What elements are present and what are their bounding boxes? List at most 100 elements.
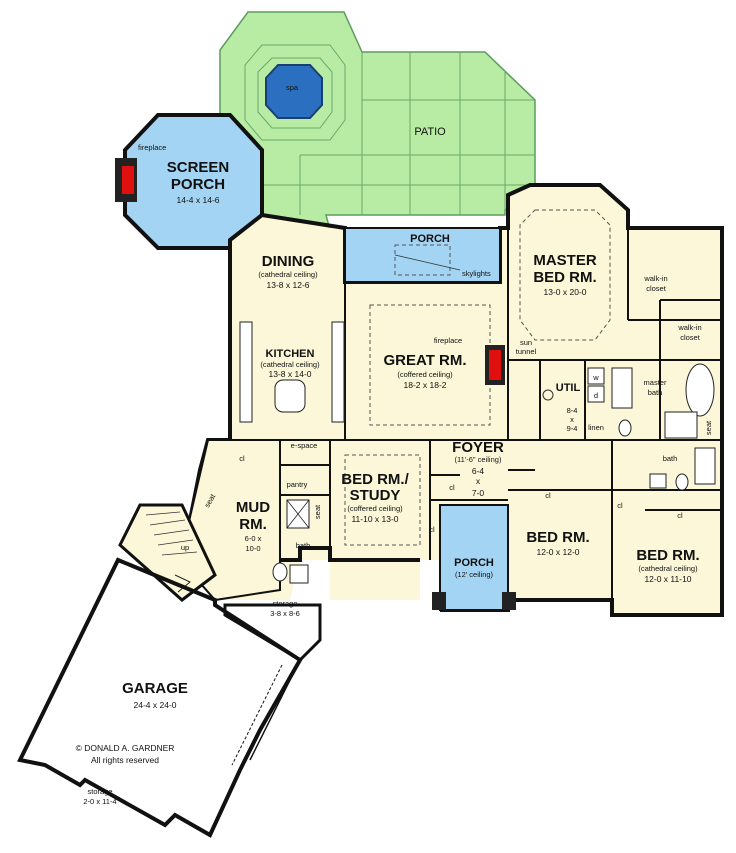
garage-outline	[17, 557, 303, 838]
foyer: FOYER (11'-6" ceiling) 6-4 x 7-0	[452, 439, 504, 498]
sun-tunnel-line1: sun	[520, 338, 532, 347]
bed2-dims: 12-0 x 12-0	[537, 547, 580, 557]
patio-grid	[244, 44, 535, 215]
house-fill	[180, 185, 722, 615]
front-porch-fill	[439, 504, 509, 611]
bed3-ceiling: (cathedral ceiling)	[638, 564, 698, 573]
pantry-label: pantry	[287, 480, 308, 489]
bed2-title: BED RM.	[526, 529, 589, 546]
master-toilet	[618, 419, 632, 437]
e-space-label: e-space	[291, 441, 318, 450]
dining-dims: 13-8 x 12-6	[267, 280, 310, 290]
study-ceiling-outline	[344, 454, 421, 546]
closet-label: cl	[677, 511, 683, 520]
kitchen: KITCHEN (cathedral ceiling) 13-8 x 14-0	[239, 321, 345, 423]
dining-room: DINING (cathedral ceiling) 13-8 x 12-6	[258, 253, 318, 290]
walk-in-1-line1: walk-in	[643, 274, 667, 283]
front-porch-column-2	[502, 592, 516, 610]
kitchen-title: KITCHEN	[266, 348, 315, 360]
skylight-outline	[394, 244, 451, 276]
rear-porch-label: PORCH	[410, 233, 450, 245]
screen-porch-title-2: PORCH	[171, 176, 225, 193]
master-title-2: BED RM.	[533, 269, 596, 286]
util-dim3: 9-4	[567, 424, 578, 433]
bed3-dims: 12-0 x 11-10	[644, 574, 691, 584]
skylights-leader	[394, 254, 461, 271]
spa-pool	[265, 64, 323, 119]
mud-seat-label-2: seat	[313, 504, 322, 519]
stairs-up-label: up	[181, 543, 189, 552]
storage-small-label: storage	[272, 599, 297, 608]
garage-title: GARAGE	[122, 680, 188, 697]
dining-title: DINING	[262, 253, 315, 270]
study-dims: 11-10 x 13-0	[351, 514, 398, 524]
closet-label: cl	[545, 491, 551, 500]
house-south-wall	[255, 546, 420, 562]
mud-bath-label: bath	[296, 541, 311, 550]
sun-tunnel-icon	[542, 389, 554, 401]
kitchen-counter-west	[239, 321, 253, 423]
mud-dim1: 6-0 x	[245, 534, 262, 543]
shared-bath-sink	[649, 473, 667, 489]
stairs: up	[118, 503, 217, 602]
rear-porch: PORCH skylights	[344, 227, 501, 283]
shared-bath: bath	[649, 447, 716, 491]
master-shower	[664, 411, 698, 439]
rear-porch-fill	[344, 227, 501, 283]
util-dim2: x	[570, 415, 574, 424]
kitchen-ceiling: (cathedral ceiling)	[260, 360, 320, 369]
master-seat-label: seat	[704, 420, 713, 435]
master-dims: 13-0 x 20-0	[544, 287, 587, 297]
copyright-line2: All rights reserved	[91, 755, 159, 765]
closet-labels: cl cl cl cl cl cl	[239, 454, 683, 534]
kitchen-counter-east	[331, 321, 345, 423]
closet-label: cl	[449, 483, 455, 492]
front-porch-title: PORCH	[454, 557, 494, 569]
master-bath-line1: master	[644, 378, 667, 387]
kitchen-island	[274, 379, 306, 413]
utility-area: sun tunnel w d UTIL 8-4 x 9-4 linen	[516, 338, 605, 433]
screen-porch-fireplace-label: fireplace	[138, 143, 166, 152]
master-tub	[685, 363, 715, 417]
garage: GARAGE 24-4 x 24-0 © DONALD A. GARDNER A…	[17, 557, 303, 838]
garage-door	[249, 659, 301, 761]
util-dim1: 8-4	[567, 406, 578, 415]
dryer-label: d	[594, 391, 598, 400]
study-title-2: STUDY	[350, 487, 401, 504]
bedroom-3: BED RM. (cathedral ceiling) 12-0 x 11-10	[636, 547, 699, 584]
storage-small: storage 3-8 x 8-6	[223, 599, 322, 662]
foyer-ceiling: (11'-6" ceiling)	[455, 455, 502, 464]
walk-in-2-line2: closet	[680, 333, 701, 342]
great-room: fireplace GREAT RM. (coffered ceiling) 1…	[369, 304, 505, 426]
front-porch: PORCH (12' ceiling)	[432, 504, 516, 611]
coffered-ceiling-outline	[369, 304, 491, 426]
shared-bath-label: bath	[663, 454, 678, 463]
foyer-dim1: 6-4	[472, 466, 485, 476]
closet-label: cl	[617, 501, 623, 510]
kitchen-dims: 13-8 x 14-0	[269, 369, 312, 379]
closet-label: cl	[429, 525, 435, 534]
foyer-dim3: 7-0	[472, 488, 485, 498]
bed3-title: BED RM.	[636, 547, 699, 564]
great-room-fireplace-label: fireplace	[434, 336, 462, 345]
stairs-fill	[118, 503, 217, 602]
master-bedroom: MASTER BED RM. 13-0 x 20-0	[519, 209, 611, 341]
mud-bath-toilet	[272, 562, 288, 582]
garage-storage-label: storage	[87, 787, 112, 796]
dining-ceiling: (cathedral ceiling)	[258, 270, 318, 279]
skylights-label: skylights	[462, 269, 491, 278]
storage-small-dims: 3-8 x 8-6	[270, 609, 300, 618]
walk-in-1-line2: closet	[646, 284, 667, 293]
shared-bath-tub	[694, 447, 716, 485]
master-vanity	[611, 367, 633, 409]
screen-porch: fireplace SCREEN PORCH 14-4 x 14-6	[115, 113, 264, 250]
sun-tunnel-line2: tunnel	[516, 347, 537, 356]
patio-area: spa PATIO	[219, 11, 536, 231]
closet-label: cl	[239, 454, 245, 463]
patio-label: PATIO	[414, 126, 446, 138]
bed-study: BED RM./ STUDY (coffered ceiling) 11-10 …	[341, 454, 421, 546]
mud-dim2: 10-0	[245, 544, 260, 553]
study-ceiling: (coffered ceiling)	[347, 504, 403, 513]
great-room-title: GREAT RM.	[383, 352, 466, 369]
